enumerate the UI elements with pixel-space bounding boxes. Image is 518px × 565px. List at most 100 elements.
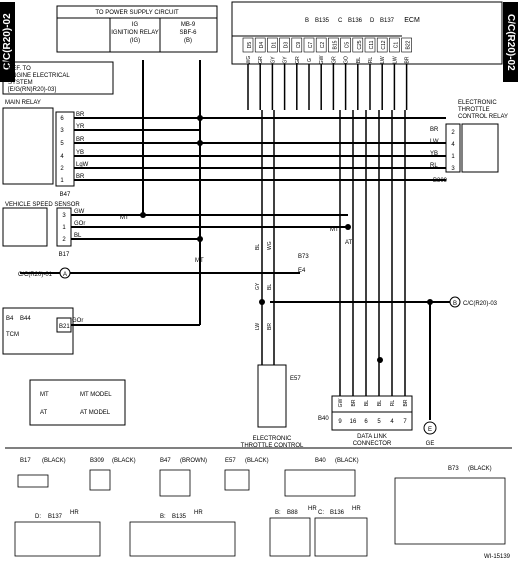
ecm-wire-color: GW	[319, 55, 325, 64]
etc-conn: E57	[290, 376, 301, 382]
ref-line3: SYSTEM	[8, 80, 33, 86]
bc-b137-hr: HR	[70, 510, 79, 516]
bc-b40: B40	[315, 458, 326, 464]
ref-box	[2, 61, 114, 95]
main-relay-pin: 4	[60, 154, 64, 160]
legend-mt-icon: MT	[40, 392, 49, 398]
bc-e57-color: (BLACK)	[245, 458, 269, 464]
etc-relay-pin: 1	[451, 154, 455, 160]
dlc-conn: B40	[318, 416, 329, 422]
tcm-conn: B4	[6, 316, 14, 322]
etc-relay-line1: ELECTRONIC	[458, 100, 497, 106]
ecm-wire-color: RL	[368, 57, 374, 64]
mt-label-2: MT	[330, 227, 339, 233]
ecm-wire-color: BR	[405, 56, 411, 63]
main-relay-wire: YB	[76, 150, 84, 156]
ecm-pin-box	[364, 37, 376, 53]
ecm-pin-box	[267, 37, 278, 53]
bc-b309-color: (BLACK)	[112, 458, 136, 464]
tcm-wire: GOr	[72, 318, 83, 324]
etc-relay-wire: RL	[430, 163, 438, 169]
mb-label: MB-9	[181, 22, 196, 28]
cc03: C/C(R20)-03	[463, 301, 498, 307]
etc-relay-wire: YB	[430, 151, 438, 157]
main-relay-pin: 3	[60, 128, 64, 134]
etc-relay-line2: THROTTLE	[458, 107, 490, 113]
figure-code: WI-15139	[484, 554, 511, 560]
dlc-wire: BR	[351, 399, 357, 406]
etc-relay-conn: B309	[433, 178, 448, 184]
ig-relay: IGNITION RELAY	[111, 30, 159, 36]
ecm-pin-label: C11	[369, 40, 375, 49]
vss-title: VEHICLE SPEED SENSOR	[5, 202, 80, 208]
bc-b136: B136	[330, 510, 345, 516]
etc-relay-connector	[445, 123, 461, 173]
ecm-pin-box	[279, 37, 290, 53]
ecm-pin-label: D3	[284, 42, 290, 49]
side-tab-text: C/C(R20)-02	[505, 13, 516, 71]
at-label: AT	[345, 240, 353, 246]
etc-relay-line3: CONTROL RELAY	[458, 114, 508, 120]
ecm-pin-label: C1	[393, 42, 399, 49]
main-relay-pin: 6	[60, 116, 64, 122]
ecm-conn-c: C	[338, 18, 343, 24]
tcm-title: TCM	[6, 332, 19, 338]
vss-pin: 2	[62, 237, 66, 243]
bc-b40-color: (BLACK)	[335, 458, 359, 464]
dlc-pin: 7	[403, 419, 407, 425]
ecm-pin-label: C7	[308, 42, 314, 49]
legend-mt: MT MODEL	[80, 392, 112, 398]
conn-b73: B73	[298, 254, 309, 260]
ecm-title: ECM	[404, 17, 420, 24]
ecm-conn-d-id: B137	[380, 18, 395, 24]
tcm-pin: B21	[59, 324, 70, 330]
main-relay-wire: BR	[76, 137, 85, 143]
etc-relay-pin: 4	[451, 142, 455, 148]
tcm-conn-id: B44	[20, 316, 31, 322]
ecm-wire-color: GR	[258, 56, 264, 64]
mt-label-3: MT	[195, 258, 204, 264]
legend-box	[29, 379, 126, 426]
dlc-box	[331, 395, 413, 431]
dlc-pin: 4	[390, 419, 394, 425]
ref-line2: ENGINE ELECTRICAL	[8, 73, 70, 79]
ground-label: GE	[426, 441, 435, 447]
bc-e57: E57	[225, 458, 236, 464]
ecm-pin-label: C2	[320, 42, 326, 49]
ecm-pin-box	[340, 37, 351, 53]
main-relay-title: MAIN RELAY	[5, 100, 41, 106]
etc-wire: BL	[267, 284, 273, 290]
etc-box	[257, 364, 287, 428]
vss-wire: GW	[74, 209, 85, 215]
bc-b137: B137	[48, 514, 63, 520]
bc-b73: B73	[448, 466, 459, 472]
bc-b135-hr: HR	[194, 510, 203, 516]
bc-b17-color: (BLACK)	[42, 458, 66, 464]
dlc-wire: BR	[403, 399, 409, 406]
bc-b135: B135	[172, 514, 187, 520]
dlc-pin: 9	[338, 419, 342, 425]
etc-wire: BL	[255, 244, 261, 250]
dlc-wire: BL	[377, 400, 383, 406]
bc-b17: B17	[20, 458, 31, 464]
ecm-pin-box	[352, 37, 364, 53]
main-relay-pin: 1	[60, 178, 64, 184]
ground-symbol: E	[428, 427, 432, 433]
conn-e4: E4	[298, 268, 306, 274]
bc-b47: B47	[160, 458, 171, 464]
main-relay-wire: LgW	[76, 162, 89, 168]
dlc-pin: 6	[364, 419, 368, 425]
ecm-wire-color: GO	[344, 56, 350, 64]
bc-b309: B309	[90, 458, 105, 464]
ecm-pin-label: C5	[345, 42, 351, 49]
dlc-line1: DATA LINK	[357, 434, 387, 440]
bc-b73-color: (BLACK)	[468, 466, 492, 472]
dlc-pin: 5	[377, 419, 381, 425]
ecm-wire-color: G	[307, 58, 313, 62]
mt-label: MT	[120, 215, 129, 221]
legend-at: AT MODEL	[80, 410, 111, 416]
ecm-pin-label: D4	[259, 42, 265, 49]
tcm-box	[2, 307, 74, 355]
